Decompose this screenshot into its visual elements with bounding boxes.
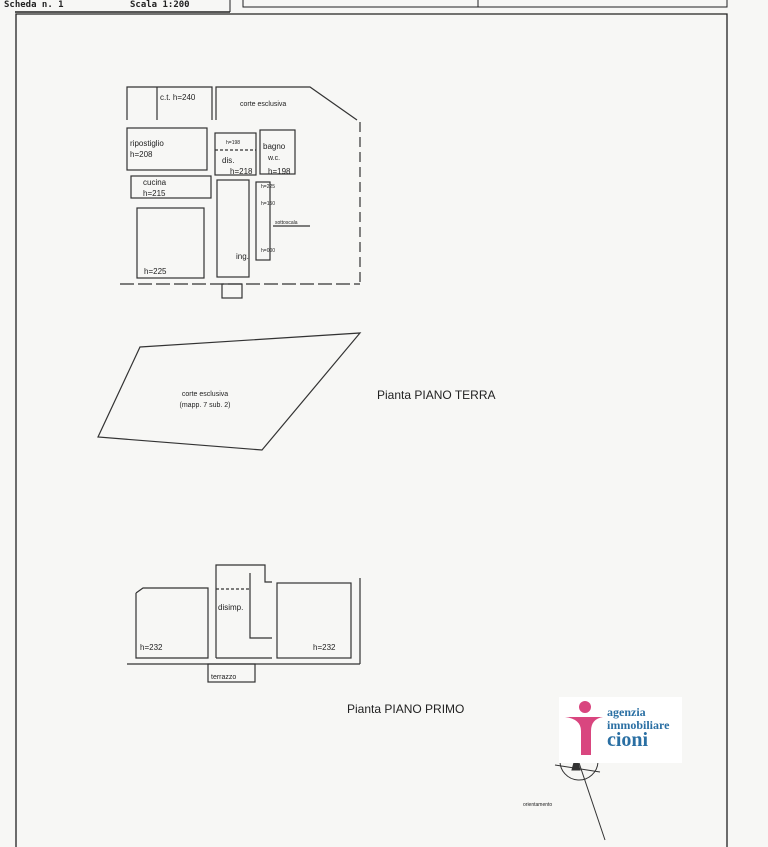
label-ripostiglio-h: h=208 bbox=[130, 150, 153, 159]
orientation-label: orientamento bbox=[523, 802, 552, 808]
label-disimp: disimp. bbox=[218, 603, 243, 612]
label-right-h: h=232 bbox=[313, 643, 336, 652]
label-stair-h2: h=150 bbox=[261, 201, 275, 207]
label-bagno: bagno bbox=[263, 142, 286, 151]
label-left-h: h=232 bbox=[140, 643, 163, 652]
label-wc: w.c. bbox=[267, 155, 280, 162]
logo-text-immobiliare: immobiliare bbox=[607, 718, 670, 732]
label-dis-h-top: h=198 bbox=[226, 140, 240, 146]
label-sottoscala: sottoscala bbox=[275, 220, 298, 226]
ground-floor-title: Pianta PIANO TERRA bbox=[377, 388, 496, 402]
label-ing: ing. bbox=[236, 252, 249, 261]
agency-logo: agenzia immobiliare cioni bbox=[559, 697, 682, 763]
label-cucina-h: h=215 bbox=[143, 189, 166, 198]
sheet-number: Scheda n. 1 bbox=[4, 0, 64, 10]
first-floor-plan bbox=[127, 564, 361, 683]
label-corte-top: corte esclusiva bbox=[240, 101, 286, 108]
ground-floor-plan bbox=[97, 86, 362, 451]
first-floor-title: Pianta PIANO PRIMO bbox=[347, 702, 464, 716]
logo-text-cioni: cioni bbox=[607, 729, 649, 751]
logo-text-agenzia: agenzia bbox=[607, 705, 646, 719]
label-stair-h3: h=000 bbox=[261, 248, 275, 254]
label-dis: dis. bbox=[222, 156, 234, 165]
label-cucina: cucina bbox=[143, 178, 167, 187]
label-bagno-h: h=198 bbox=[268, 167, 291, 176]
label-corte-main-sub: (mapp. 7 sub. 2) bbox=[180, 402, 231, 409]
logo-mark-icon bbox=[565, 701, 603, 755]
scale-label: Scala 1:200 bbox=[130, 0, 190, 10]
label-ct: c.t. h=240 bbox=[160, 93, 196, 102]
label-terrazzo: terrazzo bbox=[211, 674, 236, 681]
label-dis-h: h=218 bbox=[230, 167, 253, 176]
ground-floor-labels: c.t. h=240 corte esclusiva ripostiglio h… bbox=[130, 93, 496, 409]
label-ripostiglio: ripostiglio bbox=[130, 139, 164, 148]
label-corte-main: corte esclusiva bbox=[182, 391, 228, 398]
first-floor-labels: disimp. h=232 h=232 terrazzo Pianta PIAN… bbox=[140, 603, 464, 716]
label-stair-h1: h=225 bbox=[261, 184, 275, 190]
label-room-h: h=225 bbox=[144, 267, 167, 276]
header-frame bbox=[15, 0, 728, 847]
